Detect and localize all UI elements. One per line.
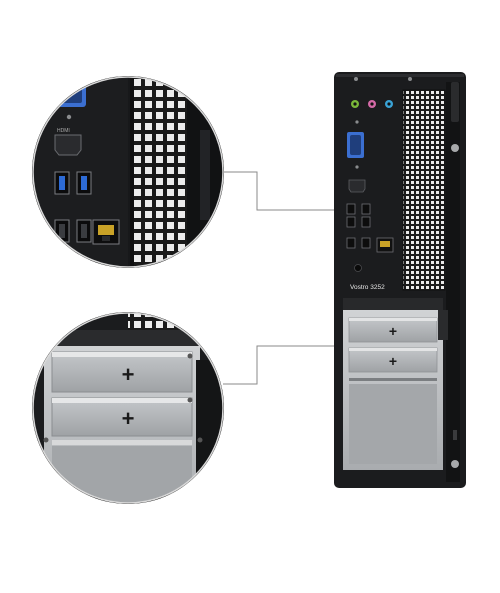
plus-icon: + — [389, 323, 397, 339]
hdmi-port-icon — [54, 134, 82, 156]
expansion-slot-cover: + — [348, 347, 438, 373]
usb-port-icon — [361, 216, 371, 228]
desktop-tower: Vostro 3252 + + — [334, 72, 466, 488]
vent-grill — [403, 90, 445, 290]
expansion-slot-cover: + — [51, 397, 193, 437]
usb-port-icon — [361, 203, 371, 215]
zoom-ring — [32, 312, 224, 504]
callout-line-slots — [223, 345, 346, 385]
usb-port-icon — [346, 216, 356, 228]
model-label: Vostro 3252 — [350, 284, 385, 291]
zoom-detail-ports: HDMI — [32, 76, 224, 268]
usb-port-icon — [346, 203, 356, 215]
hdmi-port-icon — [348, 179, 366, 193]
plus-icon: + — [389, 353, 397, 369]
thumbscrew — [451, 144, 459, 152]
usb-port-icon — [361, 237, 371, 249]
expansion-slot-cover: + — [51, 351, 193, 393]
svg-text:HDMI: HDMI — [57, 128, 70, 134]
callout-line-ports — [223, 171, 346, 211]
thumbscrew — [451, 460, 459, 468]
expansion-slot-cover: + — [348, 317, 438, 343]
zoom-ring — [32, 76, 224, 268]
plus-icon: + — [122, 406, 135, 431]
io-panel: Vostro 3252 — [346, 100, 394, 291]
vent-grill — [133, 77, 187, 267]
plus-icon: + — [122, 362, 135, 387]
usb-port-icon — [346, 237, 356, 249]
zoom-detail-slots: + + — [32, 312, 224, 504]
audio-jack-icon — [354, 264, 362, 272]
